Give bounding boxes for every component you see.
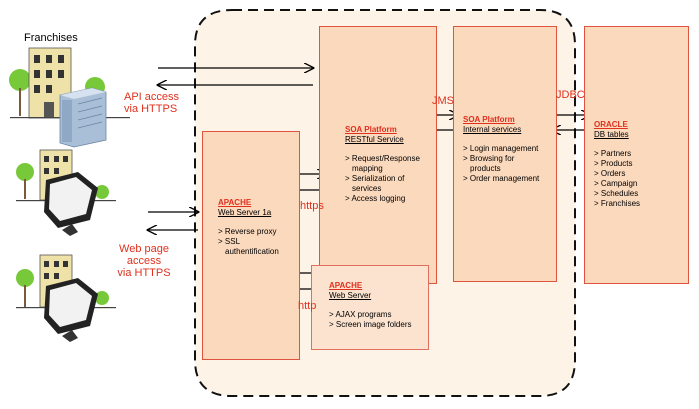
soa-internal-content: SOA Platform Internal services > Login m…: [463, 115, 555, 184]
jdbc-label: JDBC: [556, 89, 585, 101]
apache-web-content: APACHE Web Server > AJAX programs > Scre…: [329, 281, 429, 330]
franchise-web-icon-1: [16, 149, 116, 236]
apache-proxy-item: > SSL: [218, 237, 241, 246]
soa-rest-title: SOA Platform: [345, 125, 397, 134]
soa-internal-item: > Order management: [463, 174, 540, 183]
api-access-line: API access: [124, 91, 180, 103]
apache-web-subtitle: Web Server: [329, 291, 372, 300]
soa-rest-item: mapping: [352, 164, 383, 173]
soa-rest-item: > Serialization of: [345, 174, 405, 183]
soa-internal-item: products: [470, 164, 501, 173]
apache-proxy-content: APACHE Web Server 1a > Reverse proxy > S…: [218, 198, 298, 257]
soa-rest-item: > Request/Response: [345, 154, 420, 163]
soa-internal-title: SOA Platform: [463, 115, 515, 124]
oracle-title: ORACLE: [594, 120, 628, 129]
soa-internal-subtitle: Internal services: [463, 125, 522, 134]
soa-rest-content: SOA Platform RESTful Service > Request/R…: [345, 125, 437, 204]
oracle-item: > Products: [594, 159, 633, 168]
apache-proxy-item: > Reverse proxy: [218, 227, 277, 236]
https-label: https: [300, 200, 324, 212]
oracle-item: > Campaign: [594, 179, 638, 188]
web-access-line: access: [126, 255, 162, 267]
oracle-item: > Franchises: [594, 199, 641, 208]
soa-rest-subtitle: RESTful Service: [345, 135, 404, 144]
oracle-content: ORACLE DB tables > Partners > Products >…: [594, 120, 684, 209]
apache-proxy-item: authentification: [225, 247, 279, 256]
apache-web-title: APACHE: [329, 281, 363, 290]
jms-label: JMS: [432, 95, 454, 107]
api-access-line: via HTTPS: [124, 103, 178, 115]
apache-proxy-box: [202, 131, 300, 360]
api-access-label: API access via HTTPS: [124, 91, 179, 115]
soa-internal-item: > Login management: [463, 144, 539, 153]
franchise-web-icon-2: [16, 254, 116, 342]
web-access-label: Web page access via HTTPS: [112, 243, 176, 279]
soa-rest-box: [319, 26, 437, 284]
apache-proxy-title: APACHE: [218, 198, 252, 207]
web-access-line: Web page: [119, 243, 169, 255]
soa-internal-box: [453, 26, 557, 282]
apache-web-box: [311, 265, 429, 350]
soa-rest-item: > Access logging: [345, 194, 406, 203]
oracle-item: > Orders: [594, 169, 626, 178]
oracle-item: > Schedules: [594, 189, 639, 198]
oracle-item: > Partners: [594, 149, 632, 158]
soa-internal-item: > Browsing for: [463, 154, 515, 163]
apache-web-item: > Screen image folders: [329, 320, 412, 329]
franchises-label: Franchises: [24, 32, 78, 44]
web-access-line: via HTTPS: [117, 267, 171, 279]
soa-rest-item: services: [352, 184, 382, 193]
http-label: http: [298, 300, 317, 312]
apache-web-item: > AJAX programs: [329, 310, 392, 319]
oracle-box: [584, 26, 689, 284]
oracle-subtitle: DB tables: [594, 130, 629, 139]
apache-proxy-subtitle: Web Server 1a: [218, 208, 272, 217]
franchise-api-icon: [9, 47, 130, 148]
